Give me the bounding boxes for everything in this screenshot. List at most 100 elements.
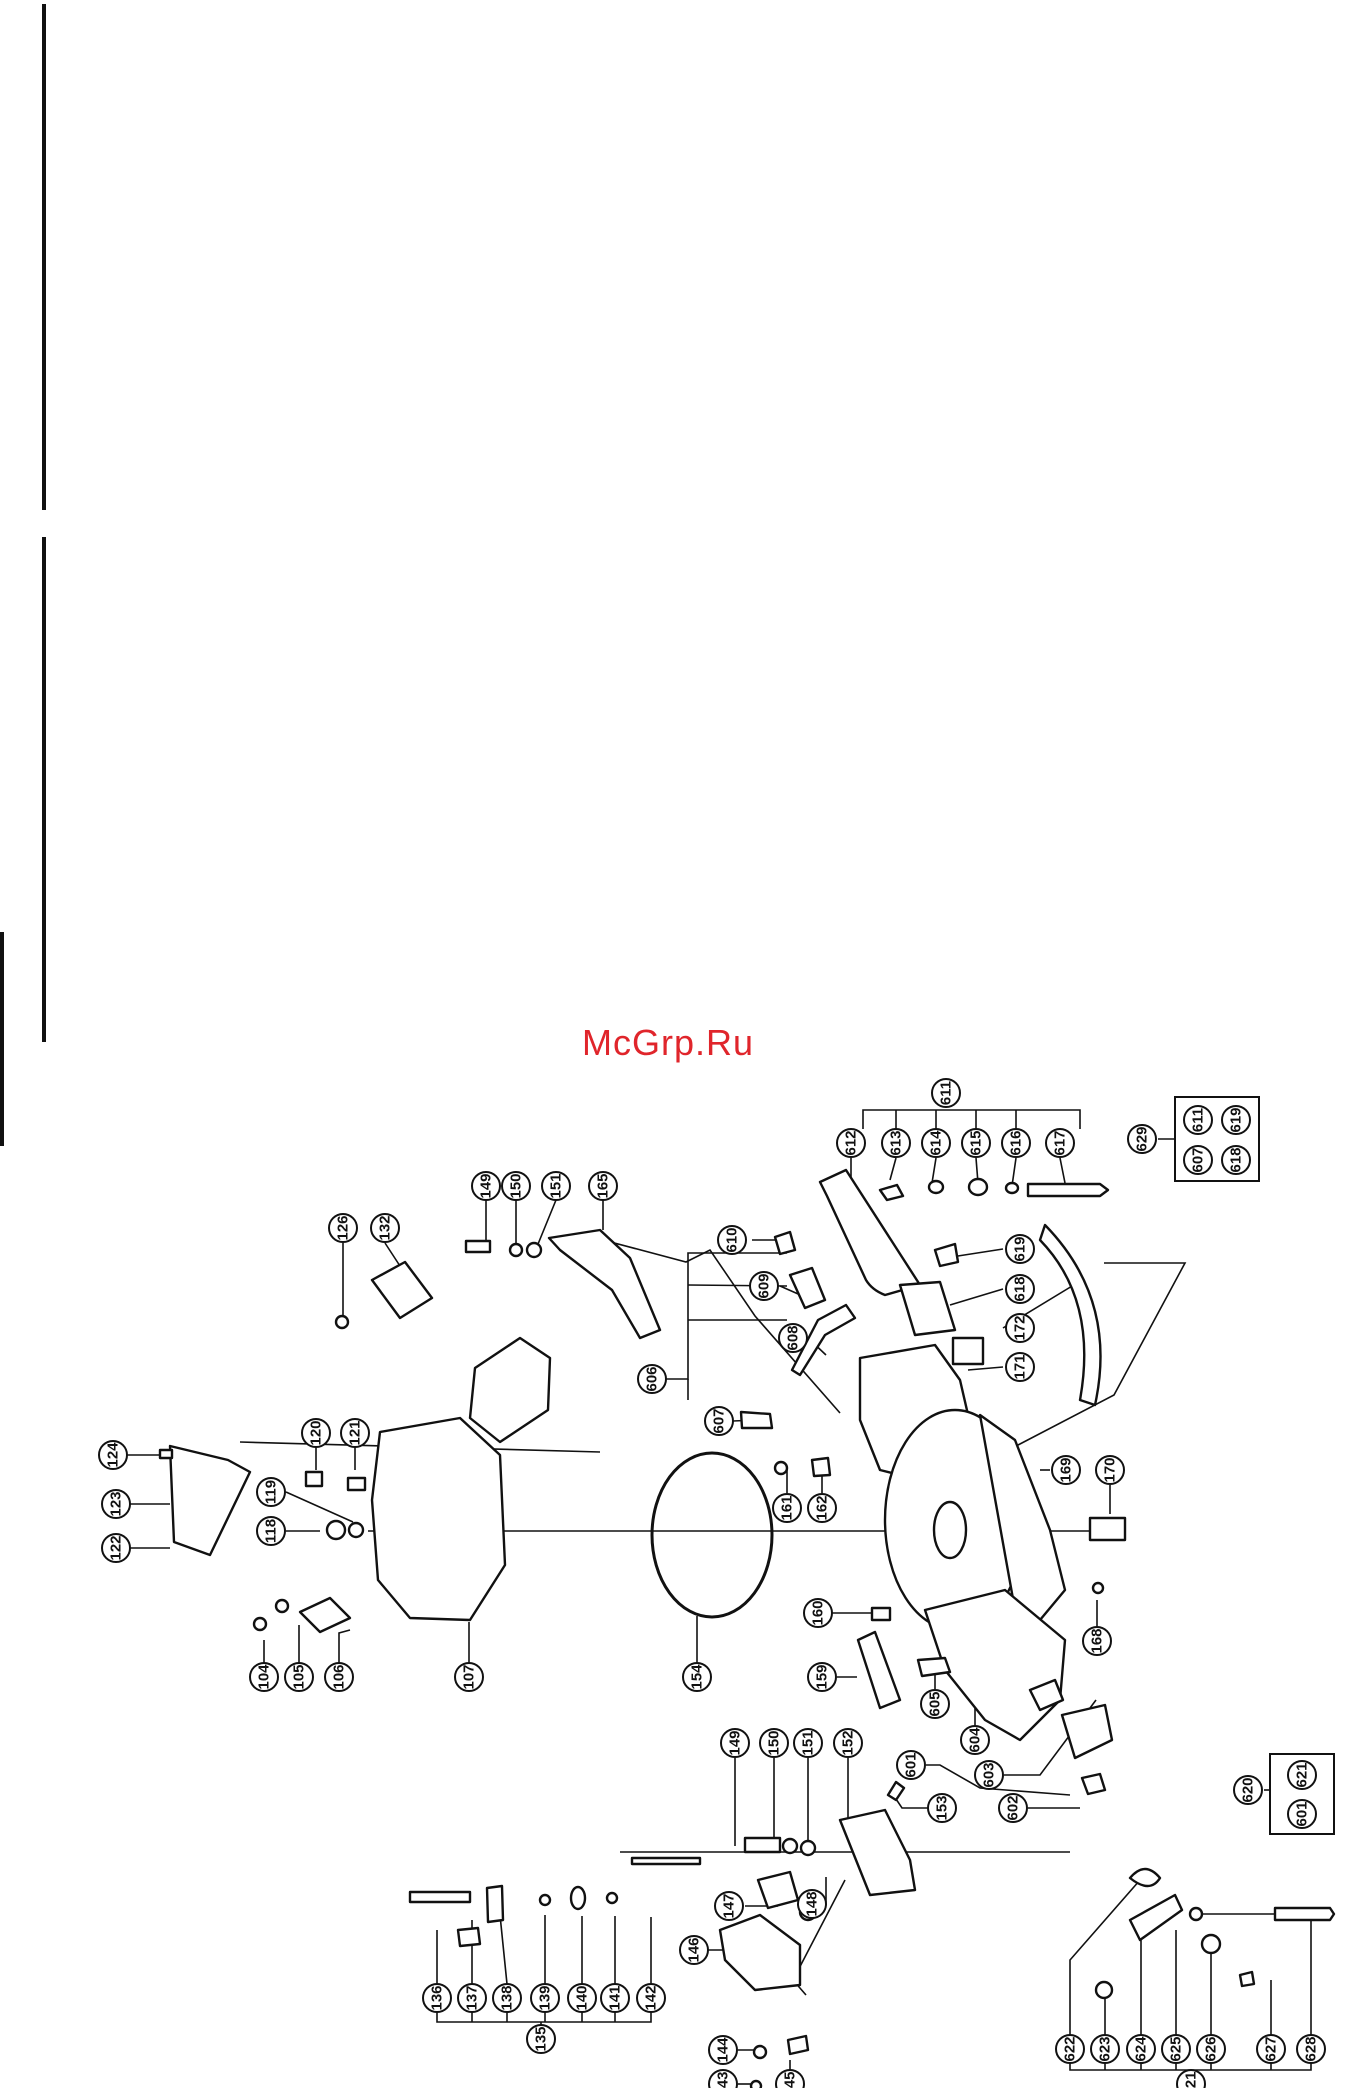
part-callout-621: 621: [1176, 2069, 1206, 2088]
part-number: 604: [967, 1727, 984, 1753]
part-number: 107: [461, 1664, 478, 1689]
kit-620-part-621: 621: [1287, 1760, 1317, 1790]
part-callout-624: 624: [1126, 2034, 1156, 2064]
part-number: 629: [1134, 1126, 1151, 1151]
part-callout-135: 135: [526, 2024, 556, 2054]
kit-629-part-618: 618: [1221, 1145, 1251, 1175]
part-callout-616: 616: [1001, 1128, 1031, 1158]
part-number: 137: [464, 1985, 481, 2010]
part-number: 617: [1052, 1130, 1069, 1155]
part-callout-604: 604: [960, 1725, 990, 1755]
part-callout-607: 607: [704, 1406, 734, 1436]
part-number: 603: [981, 1762, 998, 1787]
part-number: 626: [1203, 2036, 1220, 2061]
part-number: 161: [779, 1495, 796, 1520]
part-callout-605: 605: [920, 1689, 950, 1719]
part-callout-161: 161: [772, 1493, 802, 1523]
part-callout-150: 150: [759, 1728, 789, 1758]
part-callout-171: 171: [1005, 1352, 1035, 1382]
part-number: 610: [724, 1227, 741, 1252]
margin-rule-top: [42, 4, 46, 510]
part-number: 118: [263, 1519, 280, 1543]
part-drawings: [158, 1168, 1336, 2088]
part-callout-118: 118: [256, 1516, 286, 1546]
part-number: 152: [840, 1730, 857, 1755]
part-callout-618: 618: [1005, 1274, 1035, 1304]
part-callout-617: 617: [1045, 1128, 1075, 1158]
part-callout-615: 615: [961, 1128, 991, 1158]
part-callout-627: 627: [1256, 2034, 1286, 2064]
part-number: 151: [800, 1730, 817, 1755]
part-number: 153: [934, 1795, 951, 1820]
guard-172: [1038, 1223, 1102, 1407]
part-callout-105: 105: [284, 1662, 314, 1692]
part-number: 602: [1005, 1795, 1022, 1820]
part-callout-106: 106: [324, 1662, 354, 1692]
part-number: 146: [686, 1937, 703, 1962]
part-callout-153: 153: [927, 1793, 957, 1823]
part-callout-619: 619: [1005, 1234, 1035, 1264]
part-number: 147: [721, 1893, 738, 1918]
blade-154: [650, 1451, 774, 1619]
handle-612: [818, 1168, 922, 1297]
part-callout-623: 623: [1090, 2034, 1120, 2064]
part-number: 145: [782, 2071, 799, 2088]
part-callout-165: 165: [588, 1171, 618, 1201]
part-number: 616: [1008, 1130, 1025, 1155]
part-number: 168: [1089, 1628, 1106, 1653]
part-callout-613: 613: [881, 1128, 911, 1158]
watermark-text: McGrp.Ru: [582, 1022, 755, 1063]
part-callout-601: 601: [896, 1750, 926, 1780]
part-number: 150: [766, 1730, 783, 1755]
part-callout-132: 132: [370, 1213, 400, 1243]
part-number: 620: [1240, 1777, 1257, 1802]
knob-622: [1128, 1867, 1162, 1888]
part-number: 121: [347, 1420, 364, 1445]
part-callout-107: 107: [454, 1662, 484, 1692]
part-number: 621: [1183, 2071, 1200, 2088]
part-number: 169: [1058, 1457, 1075, 1482]
part-number: 609: [756, 1273, 773, 1298]
part-number: 622: [1062, 2036, 1079, 2061]
kit-620-part-601: 601: [1287, 1799, 1317, 1829]
part-number: 139: [537, 1985, 554, 2010]
fence-146: [718, 1913, 802, 1992]
part-callout-626: 626: [1196, 2034, 1226, 2064]
part-number: 149: [478, 1173, 495, 1198]
part-callout-104: 104: [249, 1662, 279, 1692]
part-callout-160: 160: [803, 1598, 833, 1628]
part-number: 124: [105, 1442, 122, 1468]
part-number: 607: [711, 1408, 728, 1433]
part-number: 135: [533, 2026, 550, 2051]
part-callout-126: 126: [328, 1213, 358, 1243]
svg-text:621: 621: [1294, 1762, 1311, 1787]
part-callout-169: 169: [1051, 1455, 1081, 1485]
svg-text:607: 607: [1190, 1147, 1207, 1172]
kit-629-part-611: 611: [1183, 1105, 1213, 1135]
part-callout-144: 144: [708, 2035, 738, 2065]
part-callout-148: 148: [797, 1889, 827, 1919]
part-number: 160: [810, 1600, 827, 1625]
part-number: 142: [643, 1985, 660, 2010]
part-number: 122: [108, 1535, 125, 1560]
part-callout-140: 140: [567, 1983, 597, 2013]
part-callout-612: 612: [836, 1128, 866, 1158]
part-number: 144: [715, 2037, 732, 2063]
part-number: 143: [715, 2071, 732, 2088]
part-number: 612: [843, 1130, 860, 1155]
part-callout-124: 124: [98, 1440, 128, 1470]
part-callout-149: 149: [471, 1171, 501, 1201]
part-callout-151: 151: [793, 1728, 823, 1758]
part-number: 136: [429, 1985, 446, 2010]
kit-629-part-607: 607: [1183, 1145, 1213, 1175]
part-callout-121: 121: [340, 1418, 370, 1448]
part-callout-136: 136: [422, 1983, 452, 2013]
part-number: 170: [1102, 1457, 1119, 1482]
part-callout-172: 172: [1005, 1313, 1035, 1343]
part-callout-142: 142: [636, 1983, 666, 2013]
svg-text:601: 601: [1294, 1801, 1311, 1826]
part-callout-149: 149: [720, 1728, 750, 1758]
part-number: 140: [574, 1985, 591, 2010]
